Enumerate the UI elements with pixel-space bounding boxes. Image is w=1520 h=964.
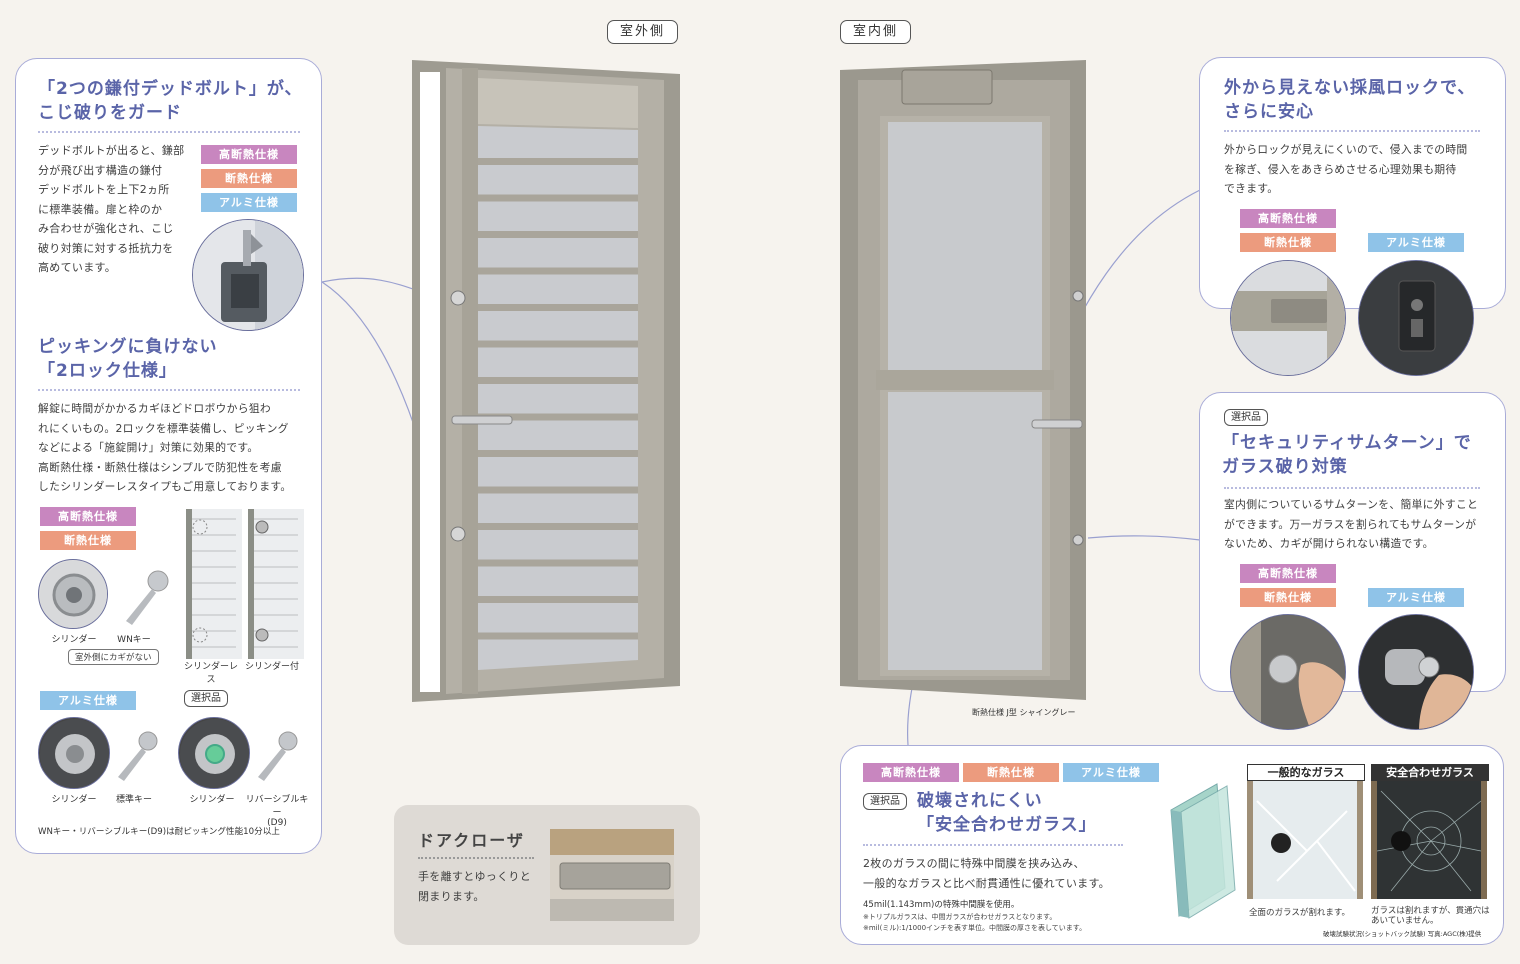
tag-aluminum: アルミ仕様 bbox=[1368, 588, 1464, 607]
caption-cylinder: シリンダー bbox=[189, 795, 235, 805]
standard-key-icon bbox=[114, 731, 160, 787]
label-outside: 室外側 bbox=[607, 20, 679, 44]
caption-cylinder: シリンダー bbox=[51, 795, 97, 805]
normal-glass-photo bbox=[1247, 781, 1363, 899]
door-inside-image bbox=[840, 58, 1090, 708]
deadbolt-title: 「2つの鎌付デッドボルト」が、 こじ破りをガード bbox=[38, 79, 303, 123]
door-closer-card: ドアクローザ 手を離すとゆっくりと閉まります。 bbox=[394, 805, 700, 945]
glass-note-2: ※mil(ミル):1/1000インチを表す単位。中間膜の厚さを表しています。 bbox=[863, 924, 1087, 932]
photo-credit: 破壊試験状況(ショットバック試験) 写真:AGC(株)提供 bbox=[1323, 930, 1482, 938]
glass-card: 高断熱仕様 断熱仕様 アルミ仕様 選択品 破壊されにくい「安全合わせガラス」 2… bbox=[840, 745, 1504, 945]
wn-key-icon bbox=[120, 569, 170, 631]
safety-glass-photo bbox=[1371, 781, 1487, 899]
closer-body: 手を離すとゆっくりと閉まります。 bbox=[418, 870, 531, 903]
divider bbox=[418, 857, 534, 859]
divider bbox=[863, 844, 1123, 846]
tag-high-insulation: 高断熱仕様 bbox=[1240, 209, 1336, 228]
tag-aluminum: アルミ仕様 bbox=[201, 193, 297, 212]
glass-body: 2枚のガラスの間に特殊中間膜を挟み込み、一般的なガラスと比べ耐貫通性に優れていま… bbox=[863, 857, 1110, 890]
caption-cylinder-with: シリンダー付 bbox=[244, 662, 299, 672]
caption-no-key: 室外側にカギがない bbox=[68, 649, 159, 665]
picking-body: 解錠に時間がかかるカギほどドロボウから狙われにくいもの。2ロックを標準装備し、ピ… bbox=[38, 402, 292, 493]
thumbturn-body: 室内側についているサムターンを、簡単に外すことができます。万一ガラスを割られても… bbox=[1224, 498, 1479, 550]
tag-aluminum: アルミ仕様 bbox=[1368, 233, 1464, 252]
thumbturn-photo-1 bbox=[1230, 614, 1346, 730]
tag-aluminum: アルミ仕様 bbox=[1063, 763, 1159, 782]
tag-high-insulation: 高断熱仕様 bbox=[40, 507, 136, 526]
cylinder-with-photo bbox=[248, 509, 304, 659]
tag-insulation: 断熱仕様 bbox=[201, 169, 297, 188]
laminated-glass-diagram bbox=[1163, 780, 1243, 924]
header-safety-glass: 安全合わせガラス bbox=[1371, 764, 1489, 781]
left-feature-card: 「2つの鎌付デッドボルト」が、 こじ破りをガード デッドボルトが出ると、鎌部分が… bbox=[15, 58, 322, 854]
caption-cylinder: シリンダー bbox=[51, 635, 97, 645]
caption-cylinderless: シリンダーレス bbox=[183, 662, 238, 685]
caption-wn-key: WNキー bbox=[117, 635, 151, 645]
tag-insulation: 断熱仕様 bbox=[963, 763, 1059, 782]
door-closer-photo bbox=[550, 829, 674, 921]
tag-insulation: 断熱仕様 bbox=[1240, 233, 1336, 252]
divider bbox=[38, 131, 300, 133]
caption-normal-glass: 全面のガラスが割れます。 bbox=[1249, 908, 1350, 918]
tag-select: 選択品 bbox=[863, 793, 907, 810]
glass-spec: 45mil(1.143mm)の特殊中間膜を使用。 bbox=[863, 900, 1020, 910]
door-outside-image bbox=[412, 58, 684, 708]
cylinder-photo bbox=[38, 559, 108, 629]
glass-note-1: ※トリプルガラスは、中間ガラスが合わせガラスとなります。 bbox=[863, 913, 1057, 921]
door-caption: 断熱仕様 J型 シャイングレー bbox=[972, 708, 1076, 717]
caption-reversible-key: リバーシブルキー(D9) bbox=[245, 795, 309, 828]
picking-title: ピッキングに負けない 「2ロック仕様」 bbox=[38, 337, 218, 381]
closer-title: ドアクローザ bbox=[418, 831, 525, 850]
tag-select: 選択品 bbox=[184, 690, 228, 707]
cylinder-rev-photo bbox=[178, 717, 250, 789]
reversible-key-icon bbox=[254, 731, 300, 787]
picking-note: WNキー・リバーシブルキー(D9)は耐ピッキング性能10分以上 bbox=[38, 827, 280, 837]
tag-high-insulation: 高断熱仕様 bbox=[863, 763, 959, 782]
glass-title: 破壊されにくい「安全合わせガラス」 bbox=[917, 791, 1097, 835]
cylinder-std-photo bbox=[38, 717, 110, 789]
tag-high-insulation: 高断熱仕様 bbox=[1240, 564, 1336, 583]
tag-select: 選択品 bbox=[1224, 409, 1268, 426]
tag-insulation: 断熱仕様 bbox=[1240, 588, 1336, 607]
thumbturn-photo-2 bbox=[1358, 614, 1474, 730]
ventlock-body: 外からロックが見えにくいので、侵入までの時間を稼ぎ、侵入をあきらめさせる心理効果… bbox=[1224, 143, 1468, 195]
deadbolt-photo bbox=[192, 219, 304, 331]
tag-insulation: 断熱仕様 bbox=[40, 531, 136, 550]
cylinderless-photo bbox=[186, 509, 242, 659]
divider bbox=[1224, 487, 1480, 489]
tag-high-insulation: 高断熱仕様 bbox=[201, 145, 297, 164]
ventlock-title: 外から見えない採風ロックで、さらに安心 bbox=[1224, 78, 1476, 122]
caption-standard-key: 標準キー bbox=[115, 795, 152, 805]
thumbturn-title: 「セキュリティサムターン」でガラス破り対策 bbox=[1222, 433, 1472, 477]
tag-aluminum: アルミ仕様 bbox=[40, 691, 136, 710]
divider bbox=[38, 389, 300, 391]
caption-safety-glass: ガラスは割れますが、貫通穴はあいていません。 bbox=[1371, 906, 1490, 926]
header-normal-glass: 一般的なガラス bbox=[1247, 764, 1365, 781]
divider bbox=[1224, 130, 1480, 132]
label-inside: 室内側 bbox=[840, 20, 912, 44]
ventlock-photo-2 bbox=[1358, 260, 1474, 376]
ventlock-photo-1 bbox=[1230, 260, 1346, 376]
ventlock-card: 外から見えない採風ロックで、さらに安心 外からロックが見えにくいので、侵入までの… bbox=[1199, 57, 1506, 309]
deadbolt-body: デッドボルトが出ると、鎌部分が飛び出す構造の鎌付デッドボルトを上下2ヵ所に標準装… bbox=[38, 144, 185, 274]
